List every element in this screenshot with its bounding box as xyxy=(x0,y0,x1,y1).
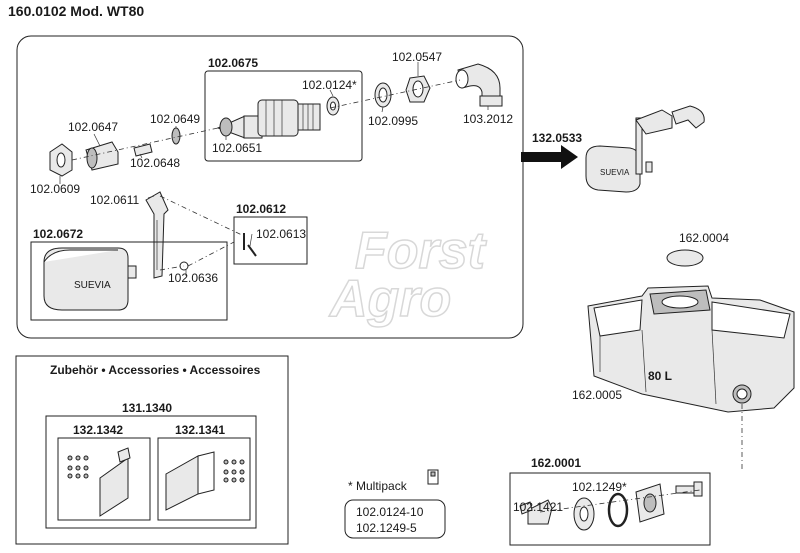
complete-valve-label: 132.0533 xyxy=(532,131,582,145)
accessories-heading: Zubehör • Accessories • Accessoires xyxy=(50,363,261,377)
ring-0995-part xyxy=(374,82,392,108)
label-162-0005: 162.0005 xyxy=(572,388,622,402)
label-102-0649: 102.0649 xyxy=(150,112,200,126)
label-102-0647: 102.0647 xyxy=(68,120,118,134)
o-ring-1249-part xyxy=(607,492,629,528)
label-102-0609: 102.0609 xyxy=(30,182,80,196)
float-part: SUEVIA xyxy=(43,247,137,311)
nut-0547-part xyxy=(405,75,431,103)
label-162-0004: 162.0004 xyxy=(679,231,729,245)
label-102-1249: 102.1249* xyxy=(572,480,627,494)
trough-lid-part xyxy=(666,249,704,267)
valve-body-part xyxy=(257,99,321,137)
float-label: 102.0672 xyxy=(33,227,83,241)
elbow-fitting-part xyxy=(455,63,503,107)
bracket-a-label: 132.1342 xyxy=(73,423,123,437)
svg-text:Agro: Agro xyxy=(328,270,451,328)
drain-set-label: 162.0001 xyxy=(531,456,581,470)
multipack-heading: * Multipack xyxy=(348,479,408,493)
screw-set-box xyxy=(233,216,308,265)
label-102-0547: 102.0547 xyxy=(392,50,442,64)
trough-body-illustration xyxy=(587,285,795,413)
drain-flange-part xyxy=(635,483,665,523)
multipack-item-2: 102.1249-5 xyxy=(356,521,417,535)
replacement-arrow xyxy=(521,145,578,169)
label-102-0611: 102.0611 xyxy=(90,193,139,207)
bracket-b-label: 132.1341 xyxy=(175,423,225,437)
float-brand-text: SUEVIA xyxy=(74,280,111,291)
washer-0649-part xyxy=(171,127,181,145)
label-102-0648: 102.0648 xyxy=(130,156,180,170)
leader-lines xyxy=(59,62,489,276)
bracket-set-label: 131.1340 xyxy=(122,401,172,415)
complete-valve-illustration: SUEVIA xyxy=(585,105,705,193)
valve-group-label: 102.0675 xyxy=(208,56,258,70)
screw-set-label: 102.0612 xyxy=(236,202,286,216)
label-102-0651: 102.0651 xyxy=(212,141,262,155)
valve-stem-part xyxy=(216,115,263,139)
nut-0609-part xyxy=(49,143,73,177)
multipack-box-icon xyxy=(427,469,439,485)
multipack-item-1: 102.0124-10 xyxy=(356,505,424,519)
label-102-0124: 102.0124* xyxy=(302,78,357,92)
float-arm-part xyxy=(145,191,169,279)
capacity-text: 80 L xyxy=(648,369,672,383)
bracket-a-box xyxy=(57,437,151,521)
multipack-list-box xyxy=(344,499,446,539)
label-102-0995: 102.0995 xyxy=(368,114,418,128)
svg-text:Forst: Forst xyxy=(355,222,488,280)
drain-set-box xyxy=(509,472,711,546)
accessories-panel xyxy=(15,355,289,545)
valve-group-box xyxy=(204,70,363,162)
label-103-2012: 103.2012 xyxy=(463,112,513,126)
complete-valve-brand-text: SUEVIA xyxy=(600,168,630,177)
forstagro-watermark-logo: Forst Agro xyxy=(327,221,488,329)
drain-assembly-line xyxy=(539,489,701,513)
page-title: 160.0102 Mod. WT80 xyxy=(8,3,144,19)
bushing-0647-part xyxy=(85,141,119,171)
label-102-0636: 102.0636 xyxy=(168,271,218,285)
assembly-centerlines xyxy=(71,79,461,271)
label-102-0613: 102.0613 xyxy=(256,227,306,241)
drain-washer-part xyxy=(573,497,595,531)
pin-0648-part xyxy=(133,143,153,157)
float-box xyxy=(30,241,228,321)
bracket-set-box xyxy=(45,415,257,529)
drain-bolt-part xyxy=(675,481,703,497)
label-102-1421: 102.1421 xyxy=(513,500,563,514)
bracket-a-illustration xyxy=(67,447,131,517)
washer-0124-part xyxy=(326,96,340,116)
bracket-b-illustration xyxy=(165,451,245,511)
main-assembly-panel xyxy=(16,35,524,339)
bracket-b-box xyxy=(157,437,251,521)
